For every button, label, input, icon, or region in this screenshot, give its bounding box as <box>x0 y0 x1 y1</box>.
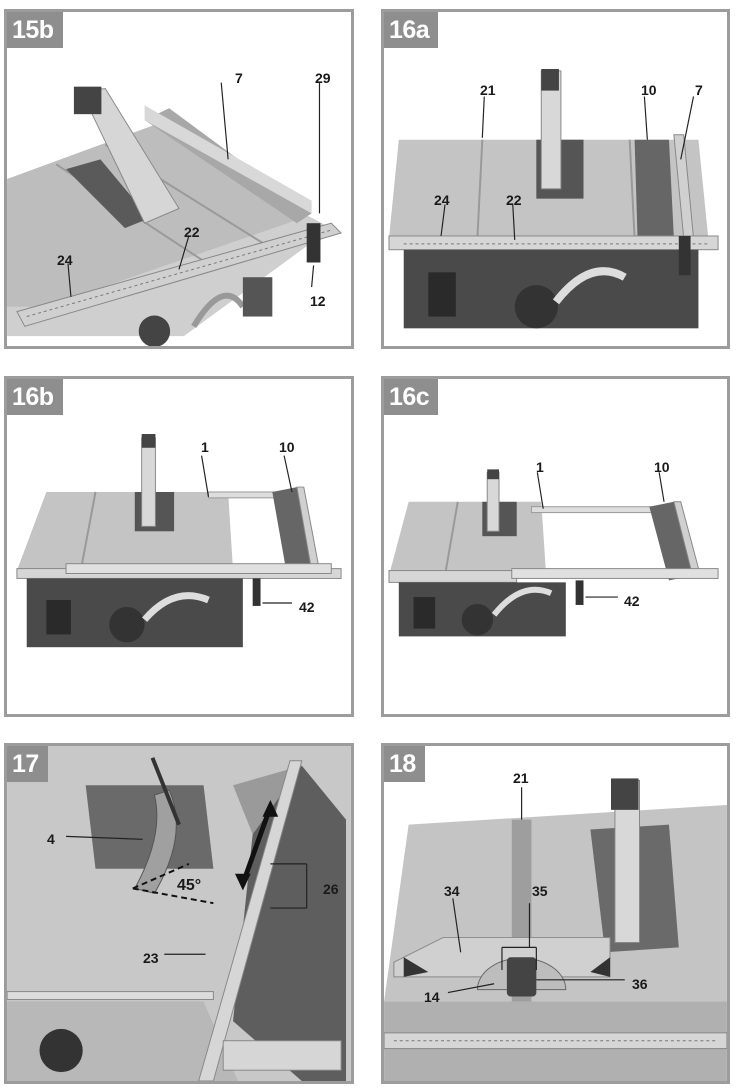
callout-10: 10 <box>641 82 657 98</box>
callout-10: 10 <box>654 459 670 475</box>
figure-16a: 16a 21 10 7 24 22 <box>381 9 730 349</box>
figure-18: 18 21 34 35 14 36 <box>381 743 730 1084</box>
callout-35: 35 <box>532 883 548 899</box>
figure-18-illustration <box>384 778 727 1081</box>
figure-15b: 15b 7 29 22 24 12 <box>4 9 354 349</box>
figure-number: 17 <box>7 746 48 782</box>
figure-16b: 16b 1 10 42 <box>4 376 354 717</box>
figure-15b-illustration <box>7 82 343 346</box>
figure-16a-illustration <box>388 68 719 329</box>
callout-36: 36 <box>632 976 648 992</box>
callout-42: 42 <box>624 593 640 609</box>
callout-4: 4 <box>47 831 55 847</box>
callout-24: 24 <box>434 192 450 208</box>
figure-16b-illustration <box>16 434 342 648</box>
callout-1: 1 <box>201 439 209 455</box>
callout-7: 7 <box>235 70 243 86</box>
figure-number: 16b <box>7 379 63 415</box>
callout-1: 1 <box>536 459 544 475</box>
callout-21: 21 <box>480 82 496 98</box>
figure-16c: 16c 1 10 42 <box>381 376 730 717</box>
callout-12: 12 <box>310 293 326 309</box>
callout-24: 24 <box>57 252 73 268</box>
callout-22: 22 <box>184 224 200 240</box>
callout-7: 7 <box>695 82 703 98</box>
callout-26: 26 <box>323 881 339 897</box>
callout-23: 23 <box>143 950 159 966</box>
callout-14: 14 <box>424 989 440 1005</box>
figure-17: 17 4 45° 26 23 <box>4 743 354 1084</box>
figure-number: 18 <box>384 746 425 782</box>
angle-label: 45° <box>177 877 202 894</box>
figure-16c-illustration <box>388 469 719 637</box>
figure-number: 15b <box>7 12 63 48</box>
callout-42: 42 <box>299 599 315 615</box>
callout-10: 10 <box>279 439 295 455</box>
figure-number: 16c <box>384 379 439 415</box>
figure-number: 16a <box>384 12 439 48</box>
callout-21: 21 <box>513 770 529 786</box>
callout-29: 29 <box>315 70 331 86</box>
callout-22: 22 <box>506 192 522 208</box>
figure-17-illustration <box>7 746 351 1081</box>
callout-34: 34 <box>444 883 460 899</box>
